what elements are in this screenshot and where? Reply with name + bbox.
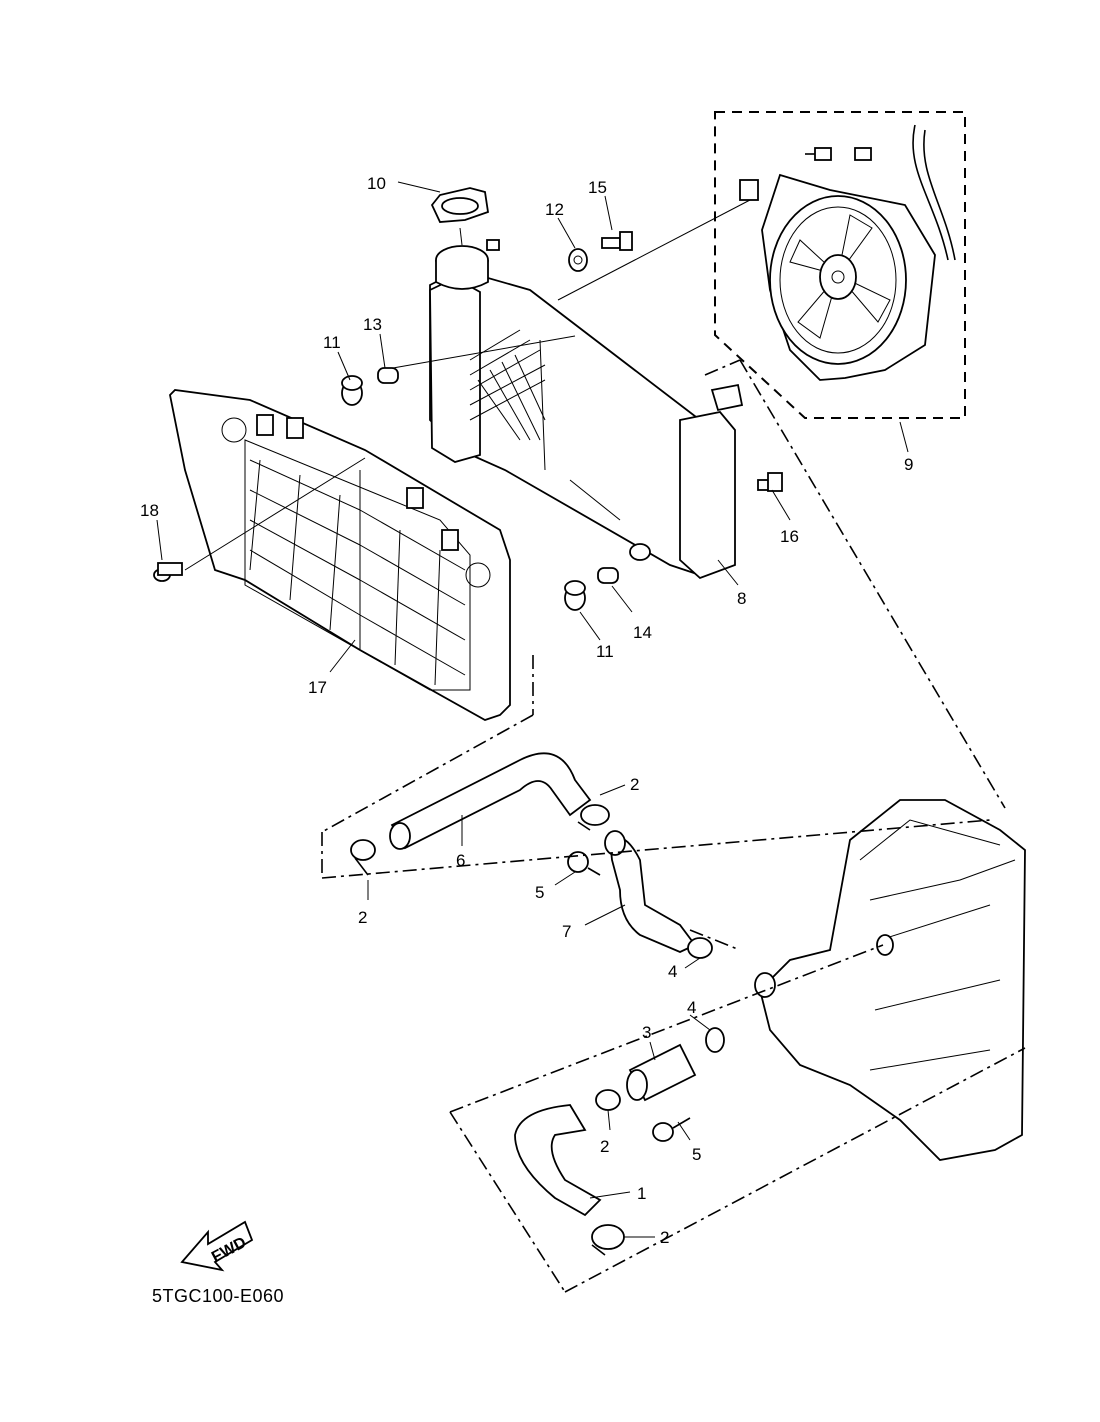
fan-assembly	[714, 111, 966, 419]
clamp-2-bottom	[591, 1224, 625, 1256]
o-ring-4-upper	[687, 937, 713, 959]
callout-2-upper-right: 2	[630, 775, 639, 794]
fwd-arrow-icon: FWD	[180, 1220, 254, 1272]
callout-labels: 10 12 15 11 13 18 16 9 8 14 11 17 2 6 2 …	[140, 174, 913, 1247]
callout-6: 6	[456, 851, 465, 870]
radiator-cap	[430, 187, 490, 246]
engine-cylinder	[754, 799, 1026, 1161]
alignment-lines	[321, 359, 1026, 1293]
callout-5-upper: 5	[535, 883, 544, 902]
callout-8: 8	[737, 589, 746, 608]
callout-1: 1	[637, 1184, 646, 1203]
clamp-2-upper-right	[577, 804, 610, 831]
leader-lines	[156, 181, 909, 1238]
callout-4-lower: 4	[687, 998, 696, 1017]
callout-3: 3	[642, 1023, 651, 1042]
callout-13: 13	[363, 315, 382, 334]
hose-1	[514, 1104, 602, 1217]
callout-11-upper: 11	[323, 333, 341, 352]
bolt-18	[153, 562, 183, 582]
callout-2-upper-left: 2	[358, 908, 367, 927]
callout-18: 18	[140, 501, 159, 520]
callout-12: 12	[545, 200, 564, 219]
callout-16: 16	[780, 527, 799, 546]
clamp-2-lower-mid	[595, 1089, 621, 1111]
callout-5-lower: 5	[692, 1145, 701, 1164]
callout-4-upper: 4	[668, 962, 677, 981]
o-ring-4-lower	[705, 1027, 725, 1053]
clamp-2-upper-left	[350, 839, 376, 876]
hose-7	[604, 830, 697, 953]
hose-6	[389, 752, 592, 850]
callout-17: 17	[308, 678, 327, 697]
radiator	[429, 239, 744, 580]
radiator-guard	[169, 389, 511, 721]
callout-2-lower-mid: 2	[600, 1137, 609, 1156]
callout-10: 10	[367, 174, 386, 193]
callout-2-bottom: 2	[660, 1228, 669, 1247]
bolt-5-lower	[652, 1117, 691, 1142]
diagram-code: 5TGC100-E060	[152, 1286, 284, 1306]
callout-14: 14	[633, 623, 652, 642]
callout-9: 9	[904, 455, 913, 474]
callout-15: 15	[588, 178, 607, 197]
fan-shroud	[739, 124, 956, 381]
callout-11-lower: 11	[596, 642, 614, 661]
small-hardware	[341, 231, 783, 611]
callout-7: 7	[562, 922, 571, 941]
pipe-3	[626, 1043, 697, 1102]
